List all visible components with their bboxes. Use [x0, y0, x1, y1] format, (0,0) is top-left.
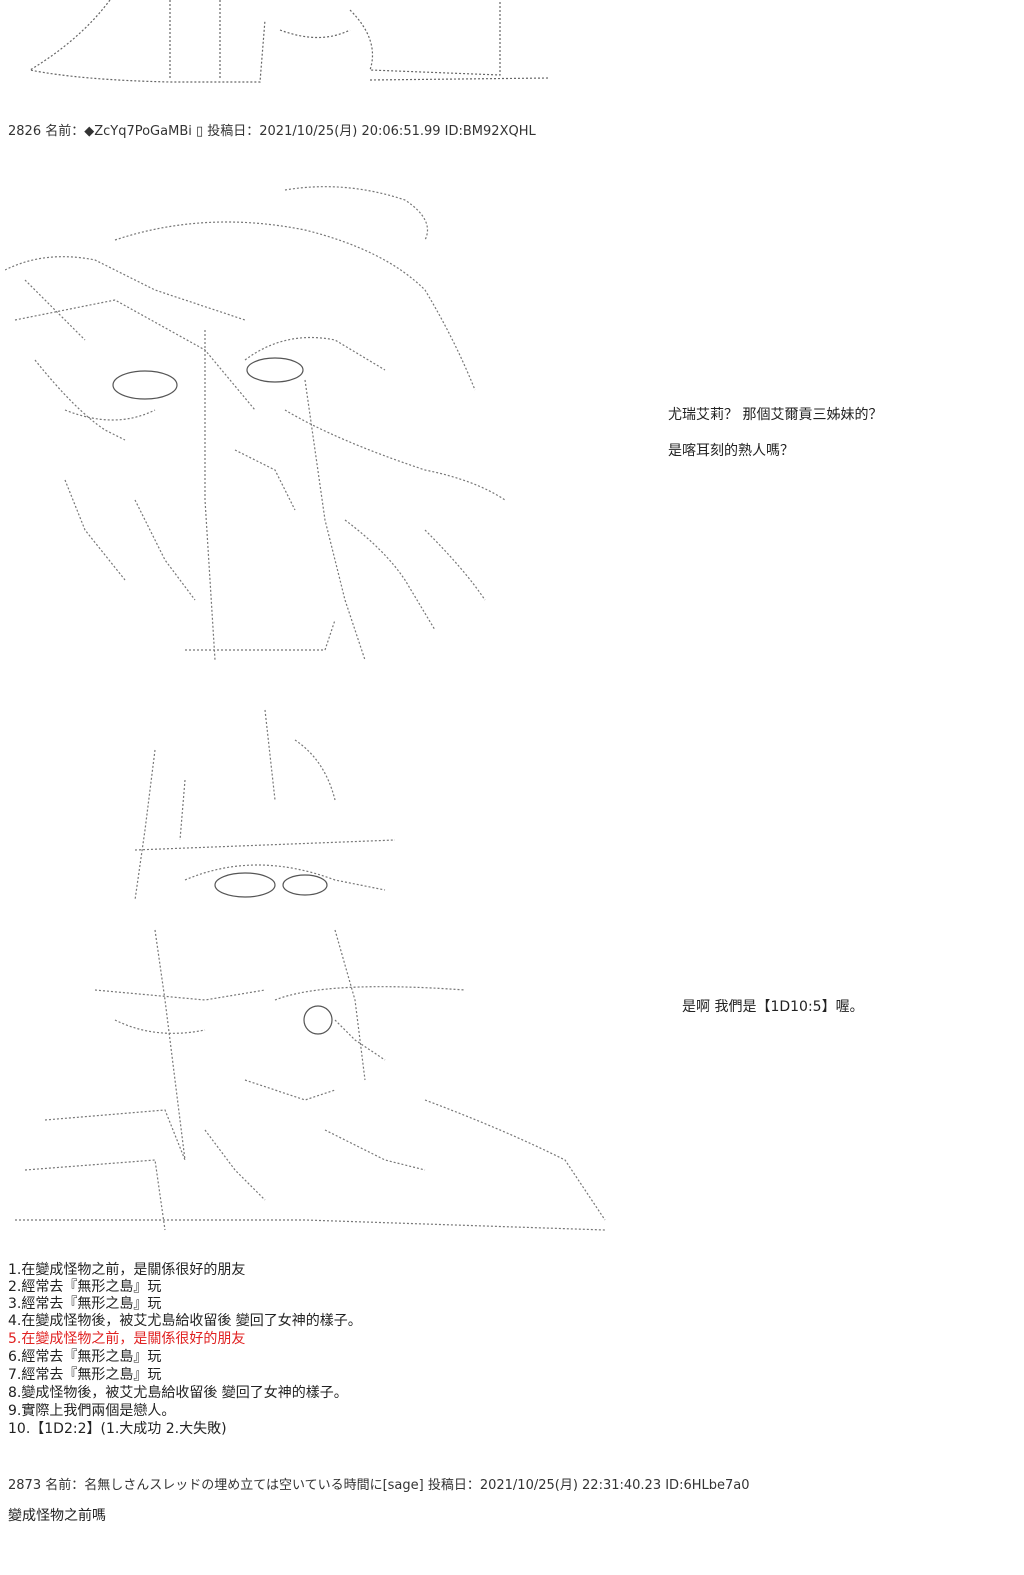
- list-item: 1.在變成怪物之前，是關係很好的朋友: [8, 1262, 246, 1278]
- post-body-2873: 變成怪物之前嗎: [8, 1508, 106, 1524]
- list-item: 2.經常去『無形之島』玩: [8, 1279, 162, 1295]
- list-item: 10.【1D2:2】(1.大成功 2.大失敗): [8, 1421, 227, 1437]
- dialogue-line-2: 是喀耳刻的熟人嗎？: [668, 443, 794, 459]
- list-item: 7.經常去『無形之島』玩: [8, 1367, 162, 1383]
- ascii-art-girl-portrait: [5, 180, 525, 675]
- ascii-art-horned-character: [5, 700, 615, 1250]
- list-item: 8.變成怪物後，被艾尤島給收留後 變回了女神的樣子。: [8, 1385, 348, 1401]
- dialogue-line-3: 是啊 我們是【1D10:5】喔。: [682, 999, 864, 1015]
- list-item: 4.在變成怪物後，被艾尤島給收留後 變回了女神的樣子。: [8, 1313, 362, 1329]
- dialogue-line-1: 尤瑞艾莉？ 那個艾爾貢三姊妹的？: [668, 407, 883, 423]
- list-item-highlighted: 5.在變成怪物之前，是關係很好的朋友: [8, 1331, 246, 1347]
- list-item: 6.經常去『無形之島』玩: [8, 1349, 162, 1365]
- list-item: 9.實際上我們兩個是戀人。: [8, 1403, 176, 1419]
- list-item: 3.經常去『無形之島』玩: [8, 1296, 162, 1312]
- ascii-art-top: [20, 0, 560, 95]
- post-header-2826: 2826 名前：◆ZcYq7PoGaMBi ▯ 投稿日：2021/10/25(月…: [8, 124, 536, 139]
- post-header-2873: 2873 名前：名無しさんスレッドの埋め立ては空いている時間に[sage] 投稿…: [8, 1478, 750, 1493]
